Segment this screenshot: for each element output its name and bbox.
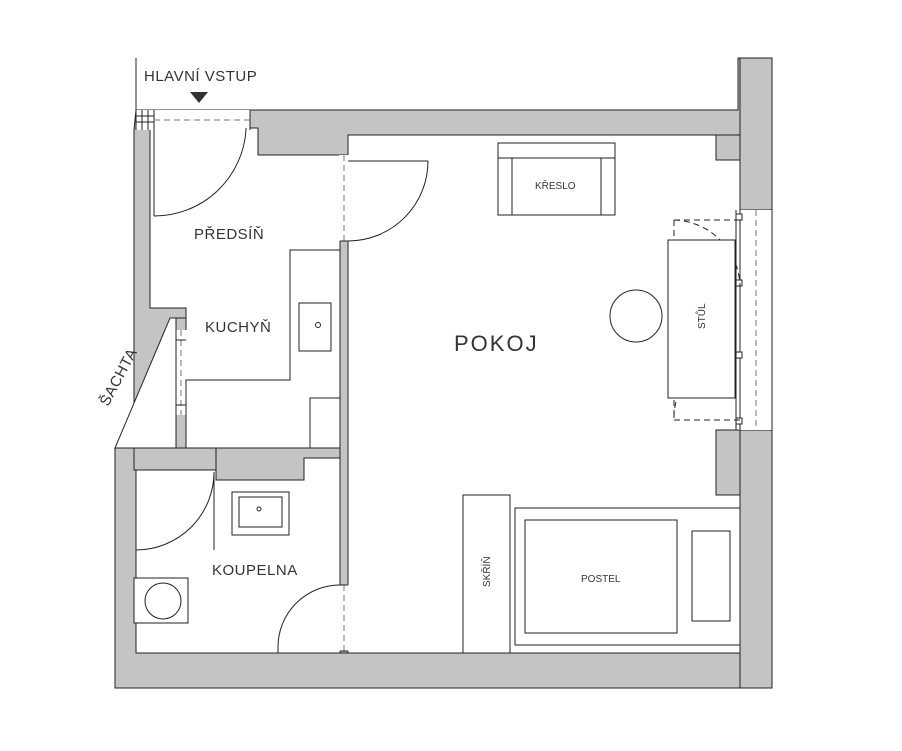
room-label-koupelna: KOUPELNA: [212, 562, 298, 579]
furniture-label-kreslo: KŘESLO: [535, 179, 576, 192]
bath-sink-drain-icon: [256, 506, 262, 512]
kitchen-counter: [185, 249, 341, 449]
room-pier-top: [715, 134, 741, 161]
walls: [114, 57, 773, 689]
room-label-pokoj: POKOJ: [454, 331, 539, 356]
entry-side-window: [136, 110, 154, 130]
window-pier-top: [739, 57, 773, 211]
entry-arrow-icon: [190, 92, 208, 103]
wardrobe: [462, 494, 511, 654]
labels: PŘEDSÍŇ KUCHYŇ POKOJ KOUPELNA KŘESLO STŮ…: [194, 179, 708, 587]
room-pier: [715, 429, 741, 496]
bedside-pillow: [691, 530, 731, 622]
entry-marker: HLAVNÍ VSTUP: [135, 58, 257, 110]
bathroom-top-wall-2: [215, 447, 341, 481]
kitchen-sink: [298, 302, 332, 352]
window-pier-bottom: [739, 429, 773, 689]
desk: [667, 239, 736, 399]
armchair: [497, 142, 616, 216]
entry-door-swing: [153, 129, 247, 217]
shower-tray: [133, 577, 189, 624]
furniture-label-postel: POSTEL: [581, 574, 621, 585]
bath-inner-door-swing: [135, 471, 215, 551]
furniture-label-stul: STŮL: [695, 303, 708, 329]
room-label-predsin: PŘEDSÍŇ: [194, 226, 264, 243]
room-furniture: [462, 142, 741, 654]
bathroom-top-wall: [133, 447, 217, 471]
room-door-swing: [347, 160, 429, 242]
furniture-label-skrin: SKŘÍŇ: [480, 556, 493, 587]
room-label-kuchyn: KUCHYŇ: [205, 319, 271, 336]
frames: [135, 110, 773, 652]
entry-label: HLAVNÍ VSTUP: [144, 68, 257, 85]
sink-drain-icon: [315, 322, 321, 328]
entry-door-opening: [154, 110, 250, 130]
round-stool: [609, 289, 663, 343]
bath-door-swing: [277, 584, 341, 648]
kitchen: [185, 249, 341, 449]
shower-drain: [144, 582, 182, 620]
bathroom: [133, 491, 290, 624]
